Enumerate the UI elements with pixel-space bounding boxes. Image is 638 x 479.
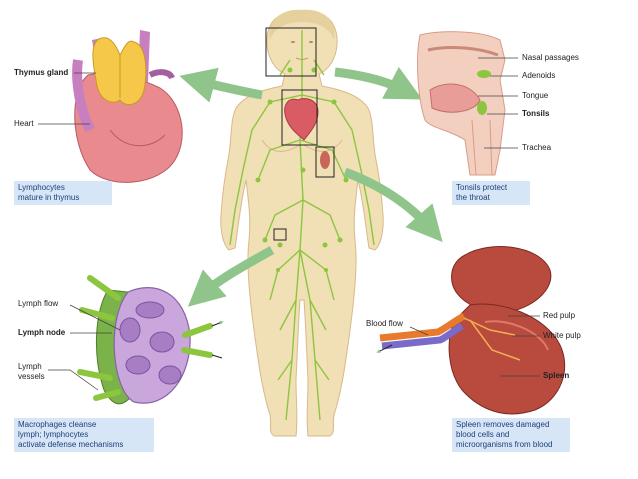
label-tongue: Tongue (522, 91, 549, 100)
lymph-nodes (255, 67, 349, 272)
label-blood-flow: Blood flow (366, 319, 403, 328)
label-spleen: Spleen (543, 371, 570, 380)
label-lymph-node: Lymph node (18, 328, 66, 337)
thymus-heart-illustration (72, 30, 183, 183)
label-heart: Heart (14, 119, 34, 128)
caption-tonsils: Tonsils protect the throat (452, 181, 530, 205)
callout-arrows (179, 66, 443, 307)
spleen-illustration (376, 246, 566, 415)
label-nasal-passages: Nasal passages (522, 53, 579, 62)
label-trachea: Trachea (522, 143, 552, 152)
throat-cross-section (417, 31, 506, 176)
label-adenoids: Adenoids (522, 71, 556, 80)
label-white-pulp: White pulp (543, 331, 581, 340)
caption-spleen: Spleen removes damaged blood cells and m… (452, 418, 570, 452)
focus-boxes (265, 27, 335, 241)
lymph-node-illustration (77, 275, 224, 405)
body-heart (284, 98, 319, 141)
caption-thymus: Lymphocytes mature in thymus (14, 181, 112, 205)
label-lymph-flow: Lymph flow (18, 299, 59, 308)
label-lymph-vessels: Lymph vessels (18, 362, 45, 381)
label-thymus-gland: Thymus gland (14, 68, 69, 77)
caption-lymph-node: Macrophages cleanse lymph; lymphocytes a… (14, 418, 154, 452)
label-tonsils: Tonsils (522, 109, 550, 118)
label-red-pulp: Red pulp (543, 311, 576, 320)
body-spleen (320, 151, 330, 169)
